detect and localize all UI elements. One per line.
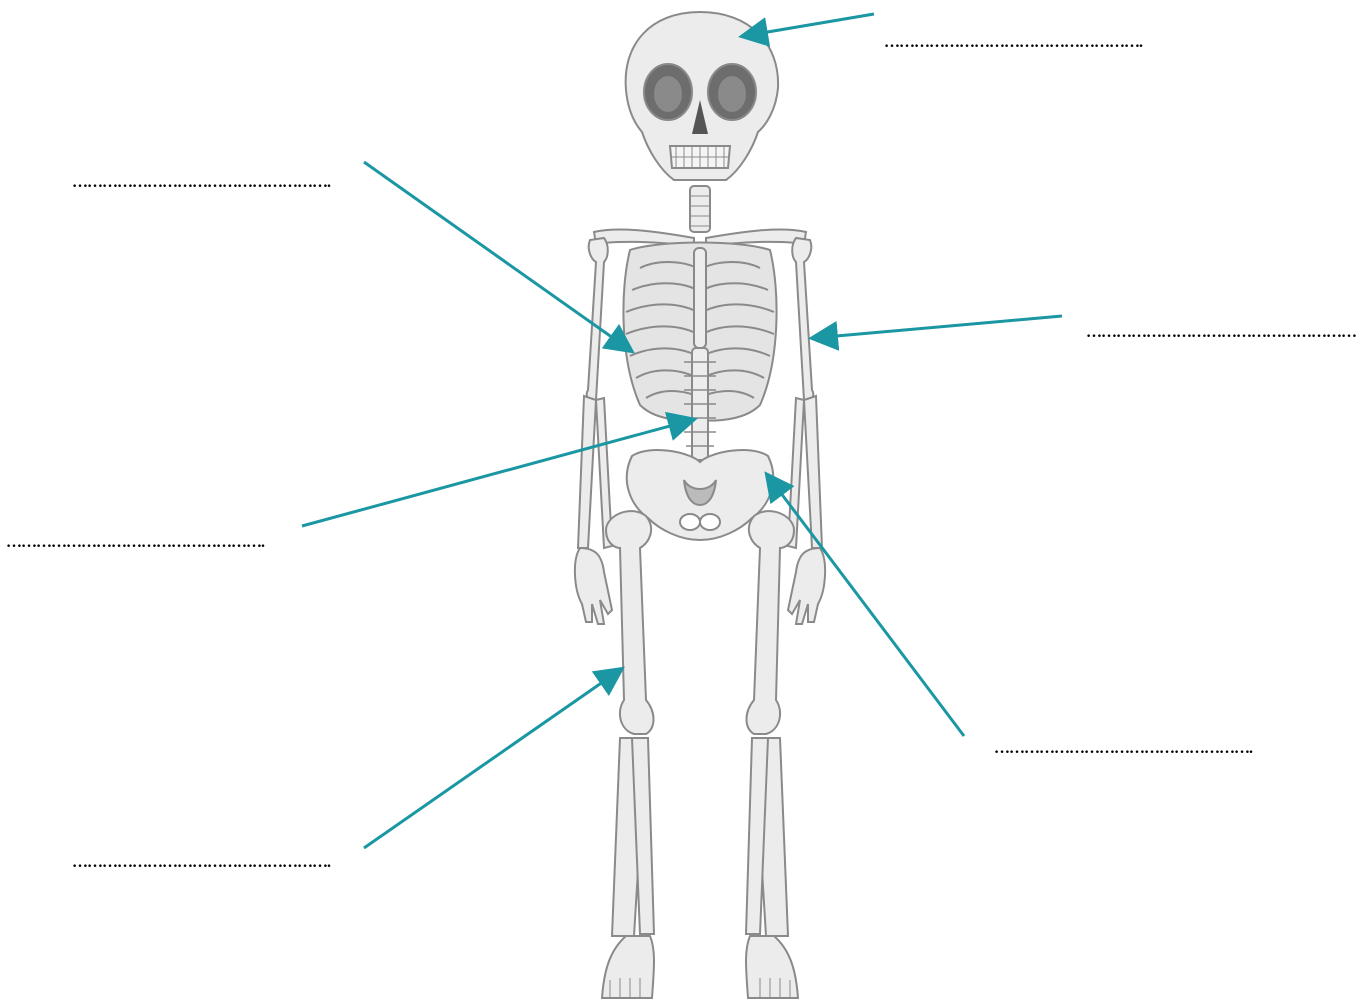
sternum xyxy=(694,248,706,348)
arrow-skull xyxy=(744,14,874,36)
left-leg xyxy=(602,511,654,998)
left-hand xyxy=(575,548,612,624)
right-arm xyxy=(788,238,825,624)
skeleton-figure xyxy=(575,12,825,998)
label-blank-skull[interactable]: ……………………………………………. xyxy=(884,32,1162,54)
skull xyxy=(626,12,778,180)
right-leg xyxy=(746,511,798,998)
label-blank-humerus[interactable]: ……………………………………………… xyxy=(1086,322,1366,344)
right-hand xyxy=(788,548,825,624)
arrow-humerus xyxy=(814,316,1062,338)
label-blank-spine[interactable]: ……………………………………………. xyxy=(6,532,284,554)
arrow-femur xyxy=(364,670,620,848)
cervical-vertebrae xyxy=(690,186,710,232)
label-blank-pelvis[interactable]: ……………………………………………. xyxy=(994,738,1272,760)
left-arm xyxy=(575,238,612,624)
label-blank-femur[interactable]: ……………………………………………. xyxy=(72,852,350,874)
label-blank-ribs[interactable]: ……………………………………………. xyxy=(72,172,350,194)
